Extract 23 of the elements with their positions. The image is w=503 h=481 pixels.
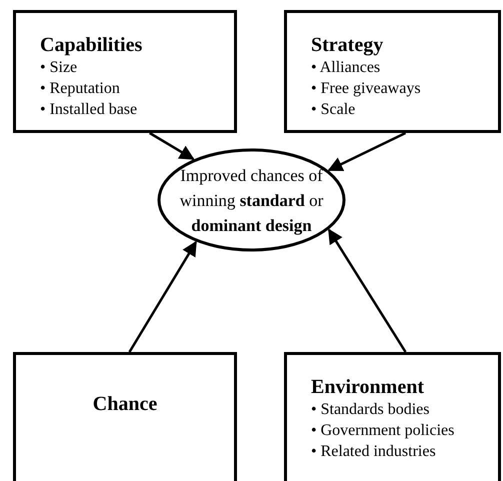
arrow bbox=[328, 228, 407, 353]
bullet-item: • Related industries bbox=[311, 442, 437, 462]
factor-box bbox=[13, 352, 237, 481]
bullet-item: • Alliances bbox=[311, 58, 382, 78]
arrow bbox=[328, 132, 406, 172]
bullet-item: • Free giveaways bbox=[311, 79, 422, 99]
outcome-text: Improved chances of winning standard or dominant design bbox=[178, 164, 324, 237]
bullet-item: • Government policies bbox=[311, 421, 456, 441]
bullet-item: • Installed base bbox=[40, 100, 138, 120]
bullet-item: • Standards bodies bbox=[311, 400, 430, 420]
arrow bbox=[128, 240, 198, 353]
factor-box bbox=[13, 10, 237, 133]
factor-box bbox=[284, 10, 501, 133]
box-heading: Strategy bbox=[311, 33, 384, 57]
bullet-item: • Scale bbox=[311, 100, 356, 120]
box-heading: Environment bbox=[311, 375, 425, 399]
bullet-item: • Size bbox=[40, 58, 78, 78]
factor-box bbox=[284, 352, 501, 481]
box-heading: Chance bbox=[92, 392, 158, 416]
arrow bbox=[149, 132, 195, 160]
box-heading: Capabilities bbox=[40, 33, 144, 57]
outcome-ellipse bbox=[157, 148, 346, 252]
bullet-item: • Reputation bbox=[40, 79, 121, 99]
